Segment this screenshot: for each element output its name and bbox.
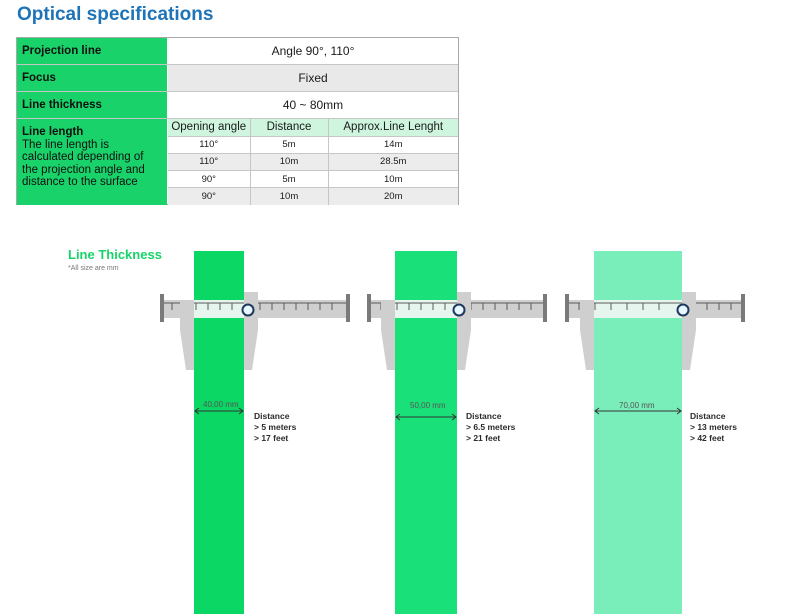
distance-meters: > 6.5 meters bbox=[466, 422, 516, 432]
column-header: Approx.Line Lenght bbox=[328, 119, 458, 137]
width-label: 70,00 mm bbox=[619, 401, 655, 410]
spec-value: Angle 90°, 110° bbox=[271, 44, 355, 58]
caliper-illustration bbox=[565, 292, 745, 370]
column-header: Distance bbox=[250, 119, 329, 137]
distance-feet: > 17 feet bbox=[254, 433, 289, 443]
distance-info: Distance > 6.5 meters > 21 feet bbox=[466, 411, 515, 444]
width-label: 50,00 mm bbox=[410, 401, 446, 410]
table-cell: 20m bbox=[328, 187, 458, 205]
spec-value: Fixed bbox=[168, 65, 458, 91]
distance-heading: Distance bbox=[690, 411, 726, 421]
table-row: 90° 10m 20m bbox=[168, 187, 458, 205]
table-row: 110° 5m 14m bbox=[168, 136, 458, 154]
table-cell: 14m bbox=[328, 136, 458, 154]
table-cell: 5m bbox=[250, 170, 329, 189]
table-row: 90° 5m 10m bbox=[168, 170, 458, 189]
distance-info: Distance > 13 meters > 42 feet bbox=[690, 411, 737, 444]
line-thickness-note: *All size are mm bbox=[68, 265, 119, 272]
table-cell: 110° bbox=[168, 136, 251, 154]
table-cell: 90° bbox=[168, 170, 251, 189]
width-label: 40,00 mm bbox=[203, 400, 239, 409]
table-row: 110° 10m 28.5m bbox=[168, 153, 458, 172]
table-cell: 5m bbox=[250, 136, 329, 154]
table-cell: 10m bbox=[328, 170, 458, 189]
width-arrow-icon bbox=[194, 407, 244, 415]
spec-label: Focus bbox=[17, 65, 167, 91]
distance-info: Distance > 5 meters > 17 feet bbox=[254, 411, 296, 444]
distance-feet: > 42 feet bbox=[690, 433, 725, 443]
spec-row-projection-line: Projection line Angle 90°, 110° bbox=[17, 38, 458, 65]
page-title: Optical specifications bbox=[17, 4, 214, 25]
spec-label: Projection line bbox=[17, 38, 167, 64]
spec-label: Line thickness bbox=[17, 92, 167, 118]
line-thickness-title: Line Thickness bbox=[68, 247, 162, 262]
column-header: Opening angle bbox=[168, 119, 251, 137]
line-length-table: Opening angle Distance Approx.Line Lengh… bbox=[168, 119, 458, 205]
spec-row-focus: Focus Fixed bbox=[17, 65, 458, 92]
table-cell: 90° bbox=[168, 187, 251, 205]
line-length-note: The line length is calculated depending … bbox=[22, 138, 145, 189]
table-cell: 110° bbox=[168, 153, 251, 172]
spec-value: 40 ~ 80mm bbox=[282, 98, 344, 112]
distance-meters: > 13 meters bbox=[690, 422, 738, 432]
distance-meters: > 5 meters bbox=[254, 422, 297, 432]
spec-row-line-thickness: Line thickness 40 ~ 80mm bbox=[17, 92, 458, 119]
width-arrow-icon bbox=[594, 407, 682, 415]
table-cell: 28.5m bbox=[328, 153, 458, 172]
caliper-illustration bbox=[160, 292, 350, 370]
line-length-cell: Line length The line length is calculate… bbox=[17, 119, 167, 205]
line-length-label: Line length bbox=[22, 126, 84, 138]
table-header-row: Opening angle Distance Approx.Line Lengh… bbox=[168, 119, 458, 137]
caliper-illustration bbox=[367, 292, 547, 370]
table-cell: 10m bbox=[250, 153, 329, 172]
table-cell: 10m bbox=[250, 187, 329, 205]
width-arrow-icon bbox=[395, 413, 457, 421]
distance-feet: > 21 feet bbox=[466, 433, 501, 443]
distance-heading: Distance bbox=[254, 411, 290, 421]
spec-table: Projection line Angle 90°, 110° Focus Fi… bbox=[16, 37, 459, 205]
distance-heading: Distance bbox=[466, 411, 502, 421]
